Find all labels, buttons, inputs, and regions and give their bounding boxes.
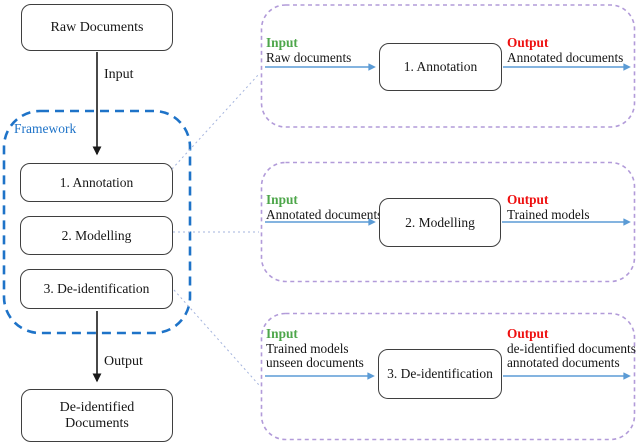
panel3-output-group: Output de-identified documents annotated… [507,326,636,371]
panel-modelling-container [260,161,636,283]
framework-label: Framework [14,121,77,136]
framework-step-modelling-label: 2. Modelling [61,227,132,243]
panel2-output-group: Output Trained models [507,192,590,222]
panel3-output-line2: annotated documents [507,355,620,370]
panel3-input-line2: unseen documents [266,355,364,370]
raw-documents-label: Raw Documents [50,19,144,35]
panel1-step-label: 1. Annotation [403,59,478,74]
panel3-input-line1: Trained models [266,340,349,356]
panel1-output-label: Output [507,35,549,50]
panel1-output-line1: Annotated documents [507,49,624,65]
left-input-arrow-label: Input [104,67,134,82]
deidentified-documents-line1: De-identified [59,399,135,415]
framework-step-annotation-box: 1. Annotation [20,163,173,202]
framework-step-deidentification-label: 3. De-identification [43,281,150,296]
panel2-input-group: Input Annotated documents [266,192,383,222]
panel3-input-group: Input Trained models unseen documents [266,326,364,371]
panel1-input-group: Input Raw documents [266,35,352,65]
panel-annotation-container [260,4,636,128]
panel1-input-label: Input [266,35,298,50]
panel2-step-label: 2. Modelling [405,214,475,230]
panel-deidentification-container [260,312,636,441]
connector-annotation-line [171,73,260,170]
panel2-input-line1: Annotated documents [266,206,383,222]
panel2-step-box: 2. Modelling [379,198,501,247]
panel1-step-box: 1. Annotation [379,43,502,91]
panel1-output-group: Output Annotated documents [507,35,624,65]
connector-deidentification-line [173,289,260,386]
raw-documents-box: Raw Documents [21,4,173,51]
panel3-step-label: 3. De-identification [387,366,493,381]
panel3-step-box: 3. De-identification [378,349,502,399]
left-output-arrow-label: Output [104,354,143,369]
deidentified-documents-line2: Documents [65,415,129,431]
framework-step-modelling-box: 2. Modelling [20,216,173,255]
framework-step-annotation-label: 1. Annotation [59,174,134,190]
panel2-output-label: Output [507,192,549,207]
framework-step-deidentification-box: 3. De-identification [20,269,173,309]
deidentified-documents-box: De-identified Documents [21,389,173,442]
panel2-output-line1: Trained models [507,206,590,222]
panel2-input-label: Input [266,192,298,207]
panel3-output-label: Output [507,326,549,341]
panel1-input-line1: Raw documents [266,49,352,65]
panel3-input-label: Input [266,326,298,341]
panel3-output-line1: de-identified documents [507,340,636,356]
framework-dashed-container [2,109,192,335]
